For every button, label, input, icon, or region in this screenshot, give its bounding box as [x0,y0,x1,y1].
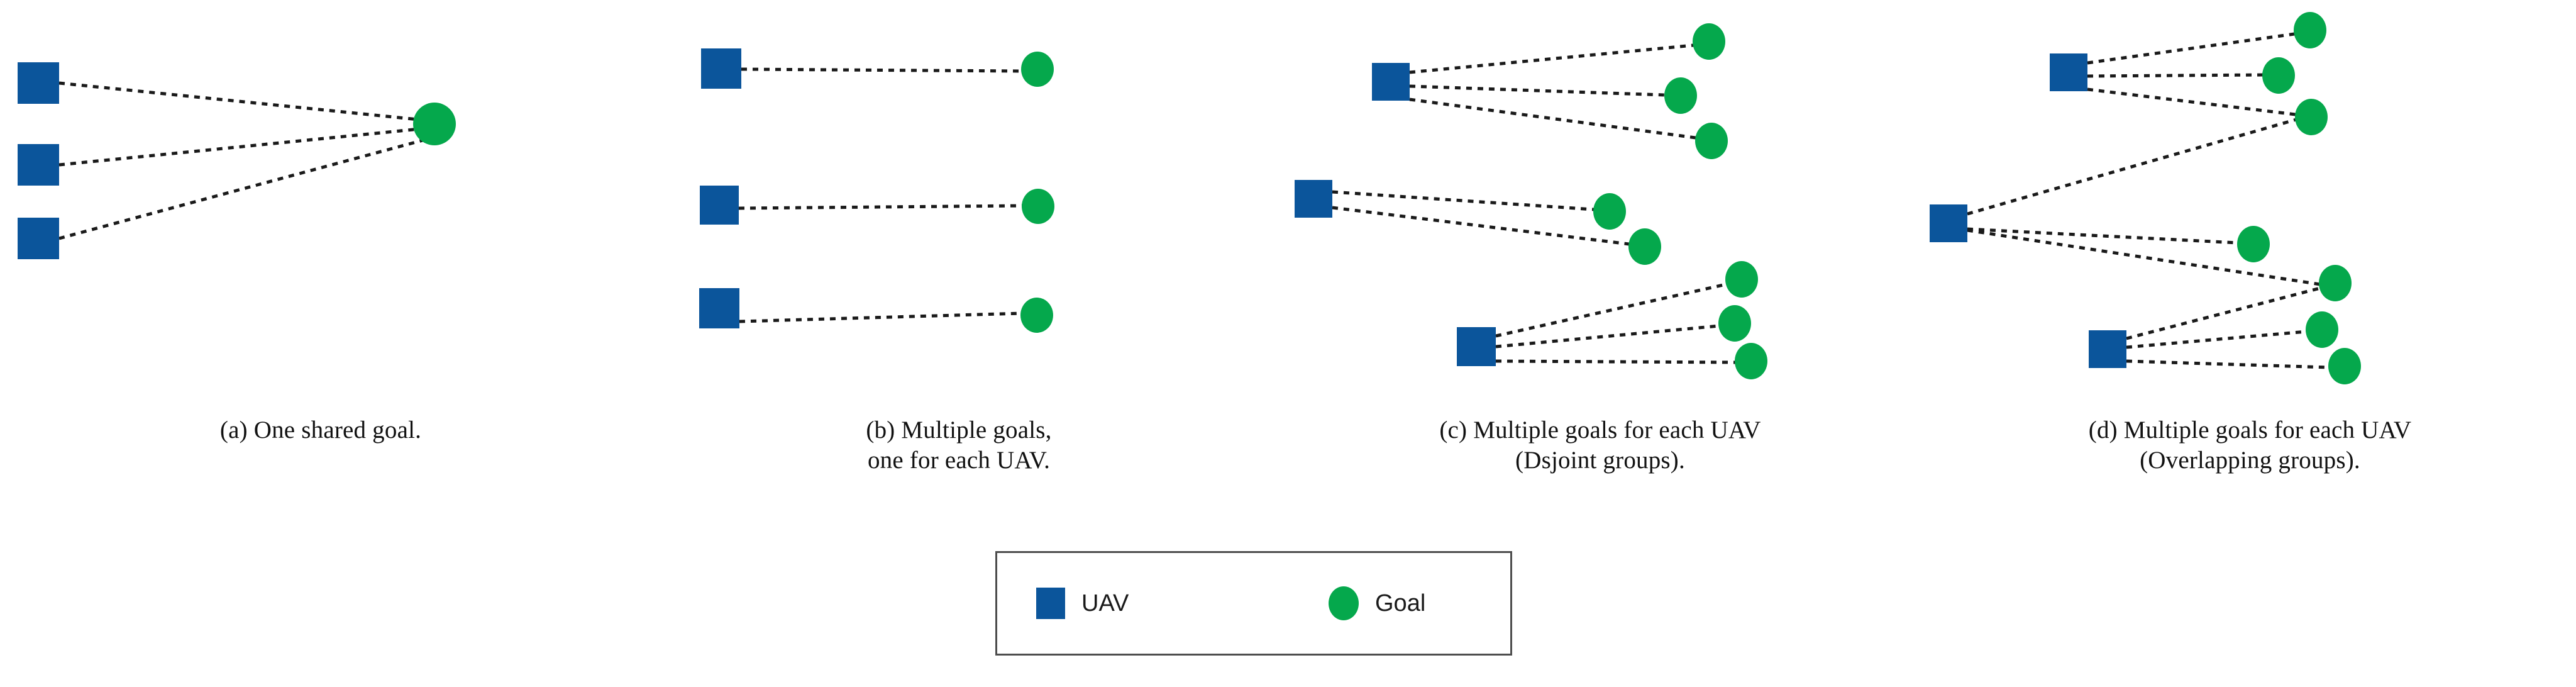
panel-a-canvas [18,62,456,259]
uav-square-icon [1036,588,1065,619]
uav-marker [18,218,59,259]
assignment-link [741,67,1022,73]
assignment-link [1967,227,2238,245]
legend-label-goal: Goal [1375,589,1426,617]
caption-line: one for each UAV. [867,446,1051,474]
assignment-link [1332,190,1595,211]
caption-line: (c) Multiple goals for each UAV [1439,416,1761,444]
goal-marker [2294,12,2326,48]
goal-marker [1664,77,1697,114]
goal-marker [1020,298,1053,333]
uav-marker [1295,180,1332,218]
caption-line: (Overlapping groups). [2140,446,2360,474]
assignment-link [58,138,426,240]
uav-marker [18,62,59,104]
caption-line: (d) Multiple goals for each UAV [2088,416,2412,444]
panel-d-caption: (d) Multiple goals for each UAV(Overlapp… [1924,415,2576,475]
goal-marker [1693,23,1725,60]
legend-label-uav: UAV [1081,589,1129,617]
uav-marker [1457,327,1496,366]
panel-a-caption: (a) One shared goal. [0,415,641,445]
assignment-link [1967,228,2321,286]
uav-marker [700,186,739,225]
uav-marker [1372,63,1410,101]
panel-a: (a) One shared goal. [0,0,641,516]
assignment-link [1495,359,1736,364]
assignment-link [1409,84,1665,97]
goal-marker [1021,52,1054,87]
assignment-link [2087,87,2296,116]
uav-marker [18,144,59,186]
assignment-link [1332,206,1630,246]
assignment-link [58,81,419,121]
assignment-link [2087,73,2264,78]
panel-d-canvas [1930,12,2361,384]
assignment-link [1967,118,2297,216]
assignment-link [1409,43,1694,74]
assignment-link [1495,282,1727,338]
assignment-link [2087,32,2295,65]
goal-marker [2319,265,2352,301]
panel-c-caption: (c) Multiple goals for each UAV(Dsjoint … [1276,415,1924,475]
caption-line: (b) Multiple goals, [866,416,1052,444]
goal-marker [2295,99,2328,135]
goal-marker [1022,189,1054,224]
uav-marker [1930,204,1967,242]
goal-marker [1628,228,1661,265]
assignment-link [1409,98,1696,140]
goal-marker [413,103,456,145]
uav-marker [2050,53,2087,91]
caption-line: (Dsjoint groups). [1515,446,1685,474]
assignment-link [2126,286,2321,340]
assignment-link [58,127,420,167]
uav-marker [699,288,739,328]
goal-circle-icon [1329,586,1359,620]
panel-d: (d) Multiple goals for each UAV(Overlapp… [1924,0,2576,516]
goal-marker [2306,311,2338,348]
uav-marker [2089,330,2126,368]
panel-b: (b) Multiple goals,one for each UAV. [641,0,1276,516]
legend-entry-goal: Goal [1329,586,1425,620]
legend-box: UAV Goal [995,551,1512,656]
goal-marker [2262,57,2295,94]
goal-marker [2237,226,2270,262]
panel-c-canvas [1295,23,1767,379]
goal-marker [1735,343,1767,379]
panel-c: (c) Multiple goals for each UAV(Dsjoint … [1276,0,1924,516]
panel-b-canvas [699,48,1054,333]
assignment-link [739,311,1022,323]
panel-b-caption: (b) Multiple goals,one for each UAV. [641,415,1276,475]
goal-marker [1593,193,1626,230]
caption-line: (a) One shared goal. [219,416,422,444]
legend-entry-uav: UAV [1036,588,1129,619]
goal-marker [1695,123,1728,159]
goal-marker [2328,348,2361,384]
assignment-link [2126,359,2330,369]
goal-marker [1718,305,1751,342]
assignment-link [738,204,1023,210]
assignment-link [2126,330,2307,349]
assignment-link [1495,324,1720,349]
uav-marker [701,48,741,89]
goal-marker [1725,261,1758,298]
